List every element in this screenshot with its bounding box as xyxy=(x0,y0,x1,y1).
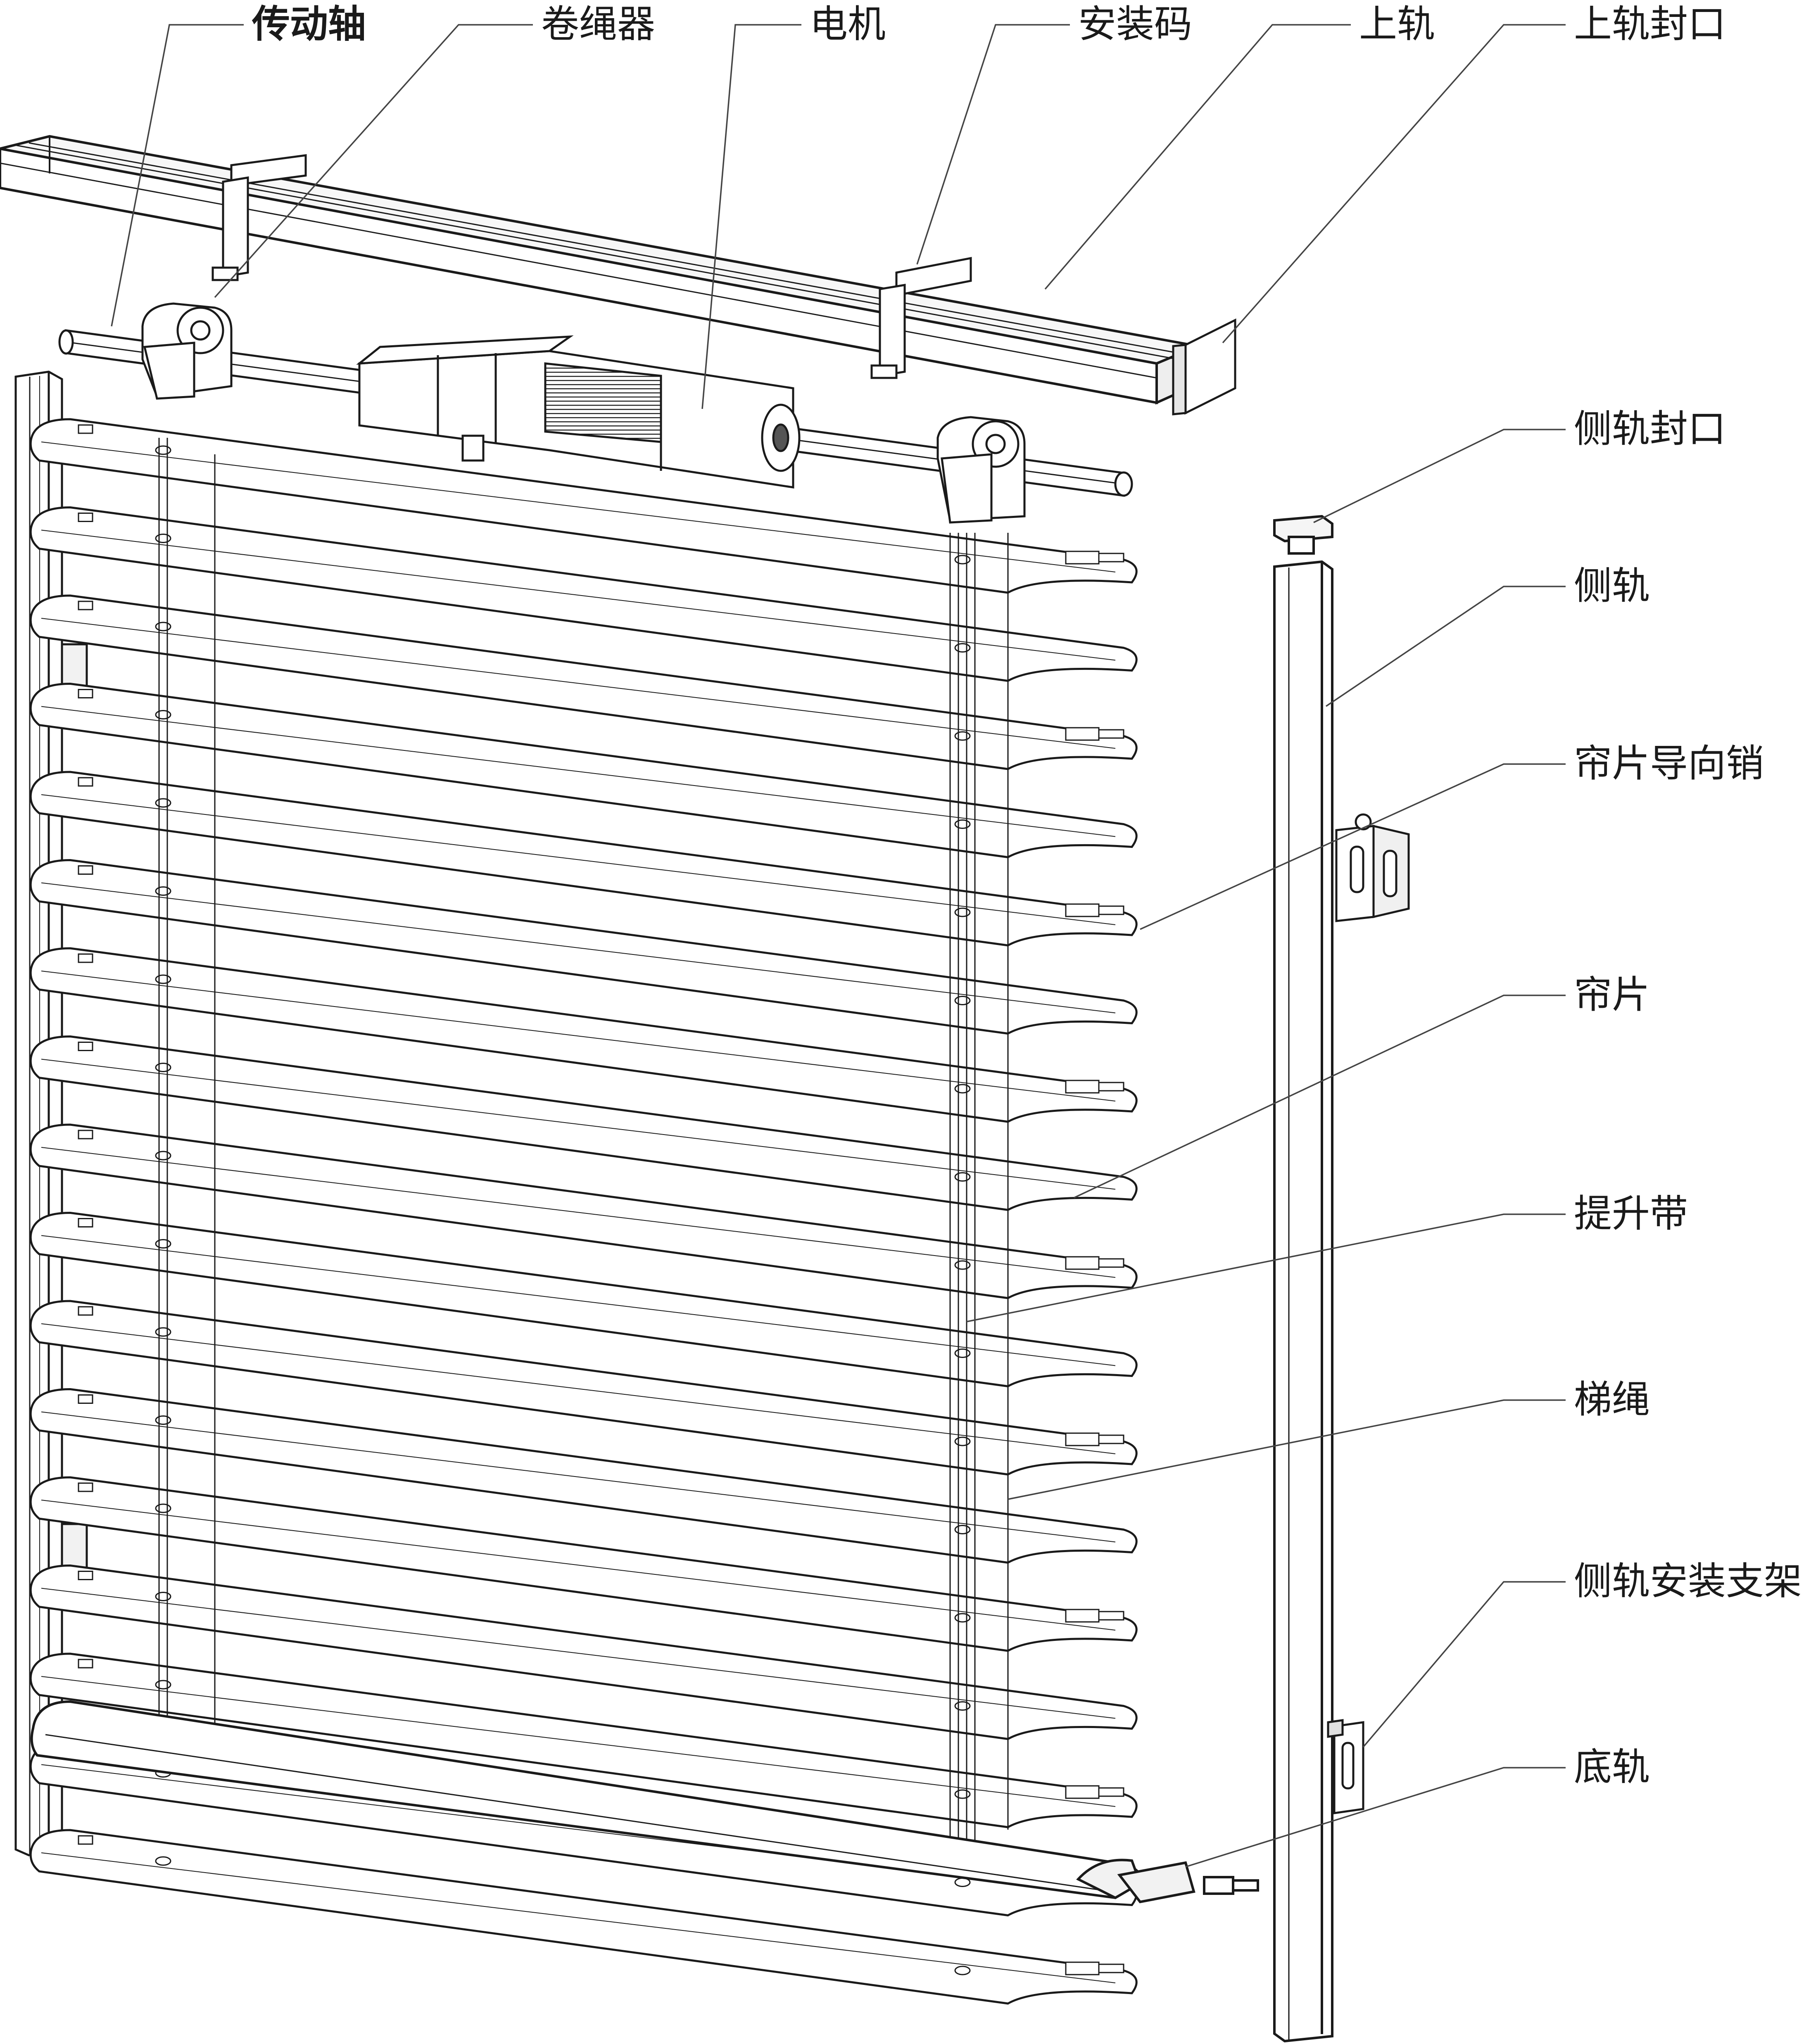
slat xyxy=(29,1388,1138,1564)
top-rail-end-cap xyxy=(1172,318,1236,415)
leader-top-rail xyxy=(1044,24,1351,290)
leader-ladder-cord xyxy=(1008,1399,1566,1500)
label-side-rail-end-cap: 侧轨封口 xyxy=(1574,407,1726,451)
leader-mounting-bracket xyxy=(916,24,1070,265)
slat xyxy=(29,1123,1138,1299)
leader-slat-guide-pin xyxy=(1140,763,1566,930)
slat xyxy=(29,1300,1138,1476)
label-motor: 电机 xyxy=(810,2,886,46)
leader-cord-winder xyxy=(214,24,533,298)
leader-side-rail xyxy=(1326,586,1566,707)
label-slat: 帘片 xyxy=(1574,973,1650,1017)
label-bottom-rail: 底轨 xyxy=(1574,1745,1650,1789)
label-side-rail: 侧轨 xyxy=(1574,564,1650,608)
slat-guide-pin xyxy=(1065,1432,1124,1446)
slat-guide-pin xyxy=(1065,1961,1124,1975)
leader-bottom-rail xyxy=(1185,1767,1566,1868)
leader-top-rail-end-cap xyxy=(1222,24,1566,344)
label-lift-tape: 提升带 xyxy=(1574,1192,1688,1236)
leader-slat xyxy=(1074,995,1566,1199)
cord-winder-right xyxy=(936,416,1026,524)
slat xyxy=(29,859,1138,1035)
label-side-rail-mounting-bracket: 侧轨安装支架 xyxy=(1574,1559,1802,1603)
leader-side-rail-mounting-bracket xyxy=(1362,1581,1566,1748)
ladder-cords xyxy=(158,438,1009,1867)
leader-lines xyxy=(111,24,1566,1868)
label-drive-shaft: 传动轴 xyxy=(252,2,366,46)
cord-winder-left xyxy=(141,302,233,400)
slat-guide-pin xyxy=(1065,551,1124,565)
slat-guide-pin xyxy=(1065,1080,1124,1094)
slat-guide-pin xyxy=(1065,1609,1124,1623)
leader-lift-tape xyxy=(966,1213,1566,1322)
slat-guide-pin xyxy=(1065,903,1124,917)
left-side-rail xyxy=(14,370,88,1856)
slat xyxy=(29,1476,1138,1652)
leader-drive-shaft xyxy=(111,24,244,327)
label-slat-guide-pin: 帘片导向销 xyxy=(1574,741,1764,786)
slat xyxy=(29,1652,1138,1828)
label-top-rail-end-cap: 上轨封口 xyxy=(1574,2,1726,46)
label-mounting-bracket: 安装码 xyxy=(1078,2,1192,46)
label-ladder-cord: 梯绳 xyxy=(1574,1377,1650,1422)
label-cord-winder: 卷绳器 xyxy=(541,2,655,46)
leader-side-rail-end-cap xyxy=(1313,429,1566,523)
motor xyxy=(356,335,801,489)
slat-guide-pin xyxy=(1065,727,1124,741)
side-rail-mounting-bracket xyxy=(1327,813,1410,1814)
slat-guide-pin xyxy=(1065,1256,1124,1270)
leader-motor xyxy=(701,24,801,409)
slat xyxy=(29,594,1138,770)
labels: 传动轴 卷绳器 电机 安装码 上轨 上轨封口 侧轨封口 侧轨 帘片导向销 帘片 … xyxy=(252,2,1802,1789)
mounting-bracket xyxy=(212,154,972,379)
label-top-rail: 上轨 xyxy=(1359,2,1435,46)
bottom-rail xyxy=(30,1700,1259,1904)
right-side-rail xyxy=(1273,515,1333,2043)
slat xyxy=(29,1829,1138,2005)
slat-guide-pin xyxy=(1065,1785,1124,1799)
